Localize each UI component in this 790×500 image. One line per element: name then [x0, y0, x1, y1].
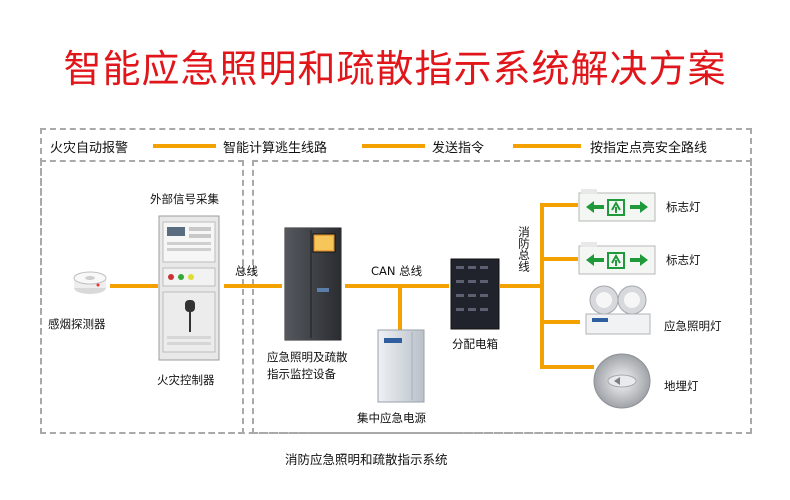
emergency-light-icon — [585, 285, 651, 335]
lighting-zone — [252, 160, 752, 434]
flow-step-fire-alarm: 火灾自动报警 — [50, 141, 129, 156]
bus-label: 总线 — [235, 264, 258, 278]
fire-alarm-zone — [40, 160, 244, 434]
distribution-box-icon — [450, 258, 500, 330]
controller-to-monitor-bus — [224, 284, 282, 288]
detector-to-controller-line — [110, 284, 158, 288]
flow-connector-2 — [362, 144, 425, 148]
fire-bus-trunk — [540, 203, 544, 367]
branch-floor-light — [540, 365, 594, 369]
sign-light-1-label: 标志灯 — [666, 200, 701, 214]
emergency-light-label: 应急照明灯 — [664, 319, 722, 333]
exit-sign-light-icon — [578, 242, 656, 275]
flow-step-compute-route: 智能计算逃生线路 — [223, 141, 328, 156]
exit-sign-light-icon — [578, 189, 656, 222]
floor-light-label: 地埋灯 — [664, 379, 699, 393]
external-signal-label: 外部信号采集 — [150, 192, 219, 206]
sign-light-2-label: 标志灯 — [666, 253, 701, 267]
fire-controller-icon — [158, 215, 220, 361]
box-to-trunk-line — [500, 284, 542, 288]
flow-connector-3 — [513, 144, 581, 148]
monitor-label-line1: 应急照明及疏散 — [267, 350, 348, 364]
smoke-detector-label: 感烟探测器 — [48, 317, 106, 331]
branch-sign-light-2 — [540, 257, 578, 261]
fire-bus-label: 消防总线 — [517, 226, 531, 272]
can-bus-label: CAN 总线 — [371, 264, 423, 278]
branch-emergency-light — [540, 320, 580, 324]
diagram-caption: 消防应急照明和疏散指示系统 — [285, 452, 448, 467]
smoke-detector-icon — [73, 271, 107, 294]
flow-connector-1 — [153, 144, 216, 148]
floor-light-icon — [593, 353, 651, 409]
power-supply-label: 集中应急电源 — [357, 411, 426, 425]
can-bus-line — [345, 284, 449, 288]
flow-step-light-route: 按指定点亮安全路线 — [590, 141, 708, 156]
page-title: 智能应急照明和疏散指示系统解决方案 — [63, 47, 727, 91]
flow-step-send-command: 发送指令 — [432, 141, 485, 156]
power-supply-icon — [377, 329, 425, 403]
monitor-label-line2: 指示监控设备 — [267, 367, 336, 381]
fire-controller-label: 火灾控制器 — [157, 373, 215, 387]
branch-sign-light-1 — [540, 203, 578, 207]
distribution-box-label: 分配电箱 — [452, 337, 498, 351]
monitor-cabinet-icon — [284, 227, 342, 341]
can-bus-drop-to-power — [398, 286, 402, 330]
